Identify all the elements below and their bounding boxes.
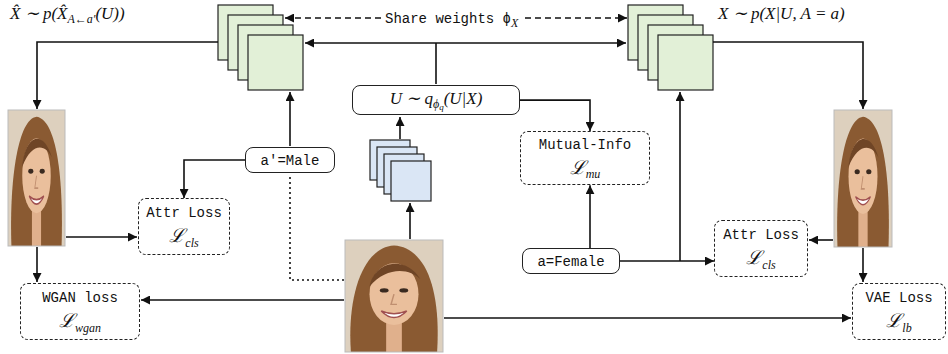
text-line: U ∼ qϕq(U|X) xyxy=(390,88,483,112)
node-text: cls xyxy=(185,236,198,250)
text-line: Attr Loss xyxy=(146,202,222,222)
loss-box: VAE Lossℒlb xyxy=(852,283,946,340)
attribute-box: a=Female xyxy=(522,248,620,274)
text-line: ℒwgan xyxy=(59,307,101,335)
flow-line xyxy=(809,239,833,241)
face-image xyxy=(834,110,892,247)
label-text: X ∼ p(X|U, A = a) xyxy=(718,4,845,23)
dotted-line xyxy=(290,175,344,280)
encoder-stack xyxy=(391,161,431,201)
node-text: ℒ xyxy=(746,247,762,268)
encoder-stack xyxy=(370,140,431,201)
text-line: ℒcls xyxy=(746,244,775,272)
text-line: ℒcls xyxy=(169,222,198,250)
face-image xyxy=(8,110,65,246)
node-text: lb xyxy=(902,321,911,335)
flow-line xyxy=(305,42,436,44)
formula-label: X ∼ p(X|U, A = a) xyxy=(718,3,845,24)
text-line: a=Female xyxy=(537,251,604,271)
node-text: VAE Loss xyxy=(865,290,932,306)
flow-line xyxy=(289,92,291,146)
label-text: X̂ ∼ p(X̂ xyxy=(10,4,67,23)
decoder-stack xyxy=(658,35,713,90)
flow-line xyxy=(444,317,851,319)
node-text: (U|X) xyxy=(444,89,483,108)
node-text: ℒ xyxy=(886,310,902,331)
flow-line xyxy=(436,42,626,44)
node-text: WGAN loss xyxy=(42,290,118,306)
flow-line xyxy=(862,248,864,282)
connector xyxy=(184,160,245,198)
node-text: U ∼ q xyxy=(390,89,433,108)
decoder-stack xyxy=(218,5,713,90)
formula-label: Share weights ϕX xyxy=(381,8,522,31)
loss-box: Mutual-Infoℒmu xyxy=(520,131,650,185)
loss-box: Attr Lossℒcls xyxy=(714,220,808,277)
text-line: VAE Loss xyxy=(865,287,932,307)
text-line: ℒlb xyxy=(886,307,911,335)
text-line: WGAN loss xyxy=(42,287,118,307)
label-text: Share weights ϕ xyxy=(385,11,511,27)
node-text: ℒ xyxy=(169,225,185,246)
connector xyxy=(589,185,591,248)
flow-line xyxy=(409,203,411,239)
face-image xyxy=(8,110,892,352)
face-image xyxy=(345,240,443,352)
node-text: Attr Loss xyxy=(723,227,799,243)
flow-line xyxy=(713,42,863,109)
loss-box: WGAN lossℒwgan xyxy=(20,283,140,340)
flow-line xyxy=(679,92,681,261)
connector xyxy=(520,100,590,131)
decoder-stack xyxy=(248,35,303,90)
node-text: a'=Male xyxy=(261,153,320,169)
node-text: wgan xyxy=(75,321,101,335)
node-text: cls xyxy=(762,258,775,272)
text-line: ℒmu xyxy=(570,154,601,182)
node-text: Mutual-Info xyxy=(539,137,631,153)
flow-line xyxy=(36,247,38,282)
flow-line xyxy=(37,42,863,318)
flow-line xyxy=(141,299,344,301)
node-text: a=Female xyxy=(537,254,604,270)
node-text: ϕ xyxy=(433,97,439,111)
connector xyxy=(620,260,714,262)
label-text: (U)) xyxy=(95,4,124,23)
node-text: ℒ xyxy=(570,157,586,178)
attribute-box: a'=Male xyxy=(245,147,335,173)
flow-line xyxy=(66,236,137,238)
node-text: mu xyxy=(586,167,601,181)
text-line: Attr Loss xyxy=(723,224,799,244)
node-text: q xyxy=(439,102,444,112)
flow-line xyxy=(435,43,437,84)
latent-box: U ∼ qϕq(U|X) xyxy=(352,85,520,115)
label-text: A←a′ xyxy=(67,12,95,26)
flow-line xyxy=(399,117,401,139)
node-text: Attr Loss xyxy=(146,205,222,221)
node-text: ℒ xyxy=(59,310,75,331)
text-line: Mutual-Info xyxy=(539,134,631,154)
loss-box: Attr Lossℒcls xyxy=(138,198,230,255)
formula-label: X̂ ∼ p(X̂A←a′(U)) xyxy=(10,3,125,27)
face-image xyxy=(834,110,892,247)
flow-line xyxy=(37,42,218,109)
text-line: a'=Male xyxy=(261,150,320,170)
face-image xyxy=(345,240,443,352)
label-text: X xyxy=(511,16,518,30)
face-image xyxy=(8,110,65,246)
